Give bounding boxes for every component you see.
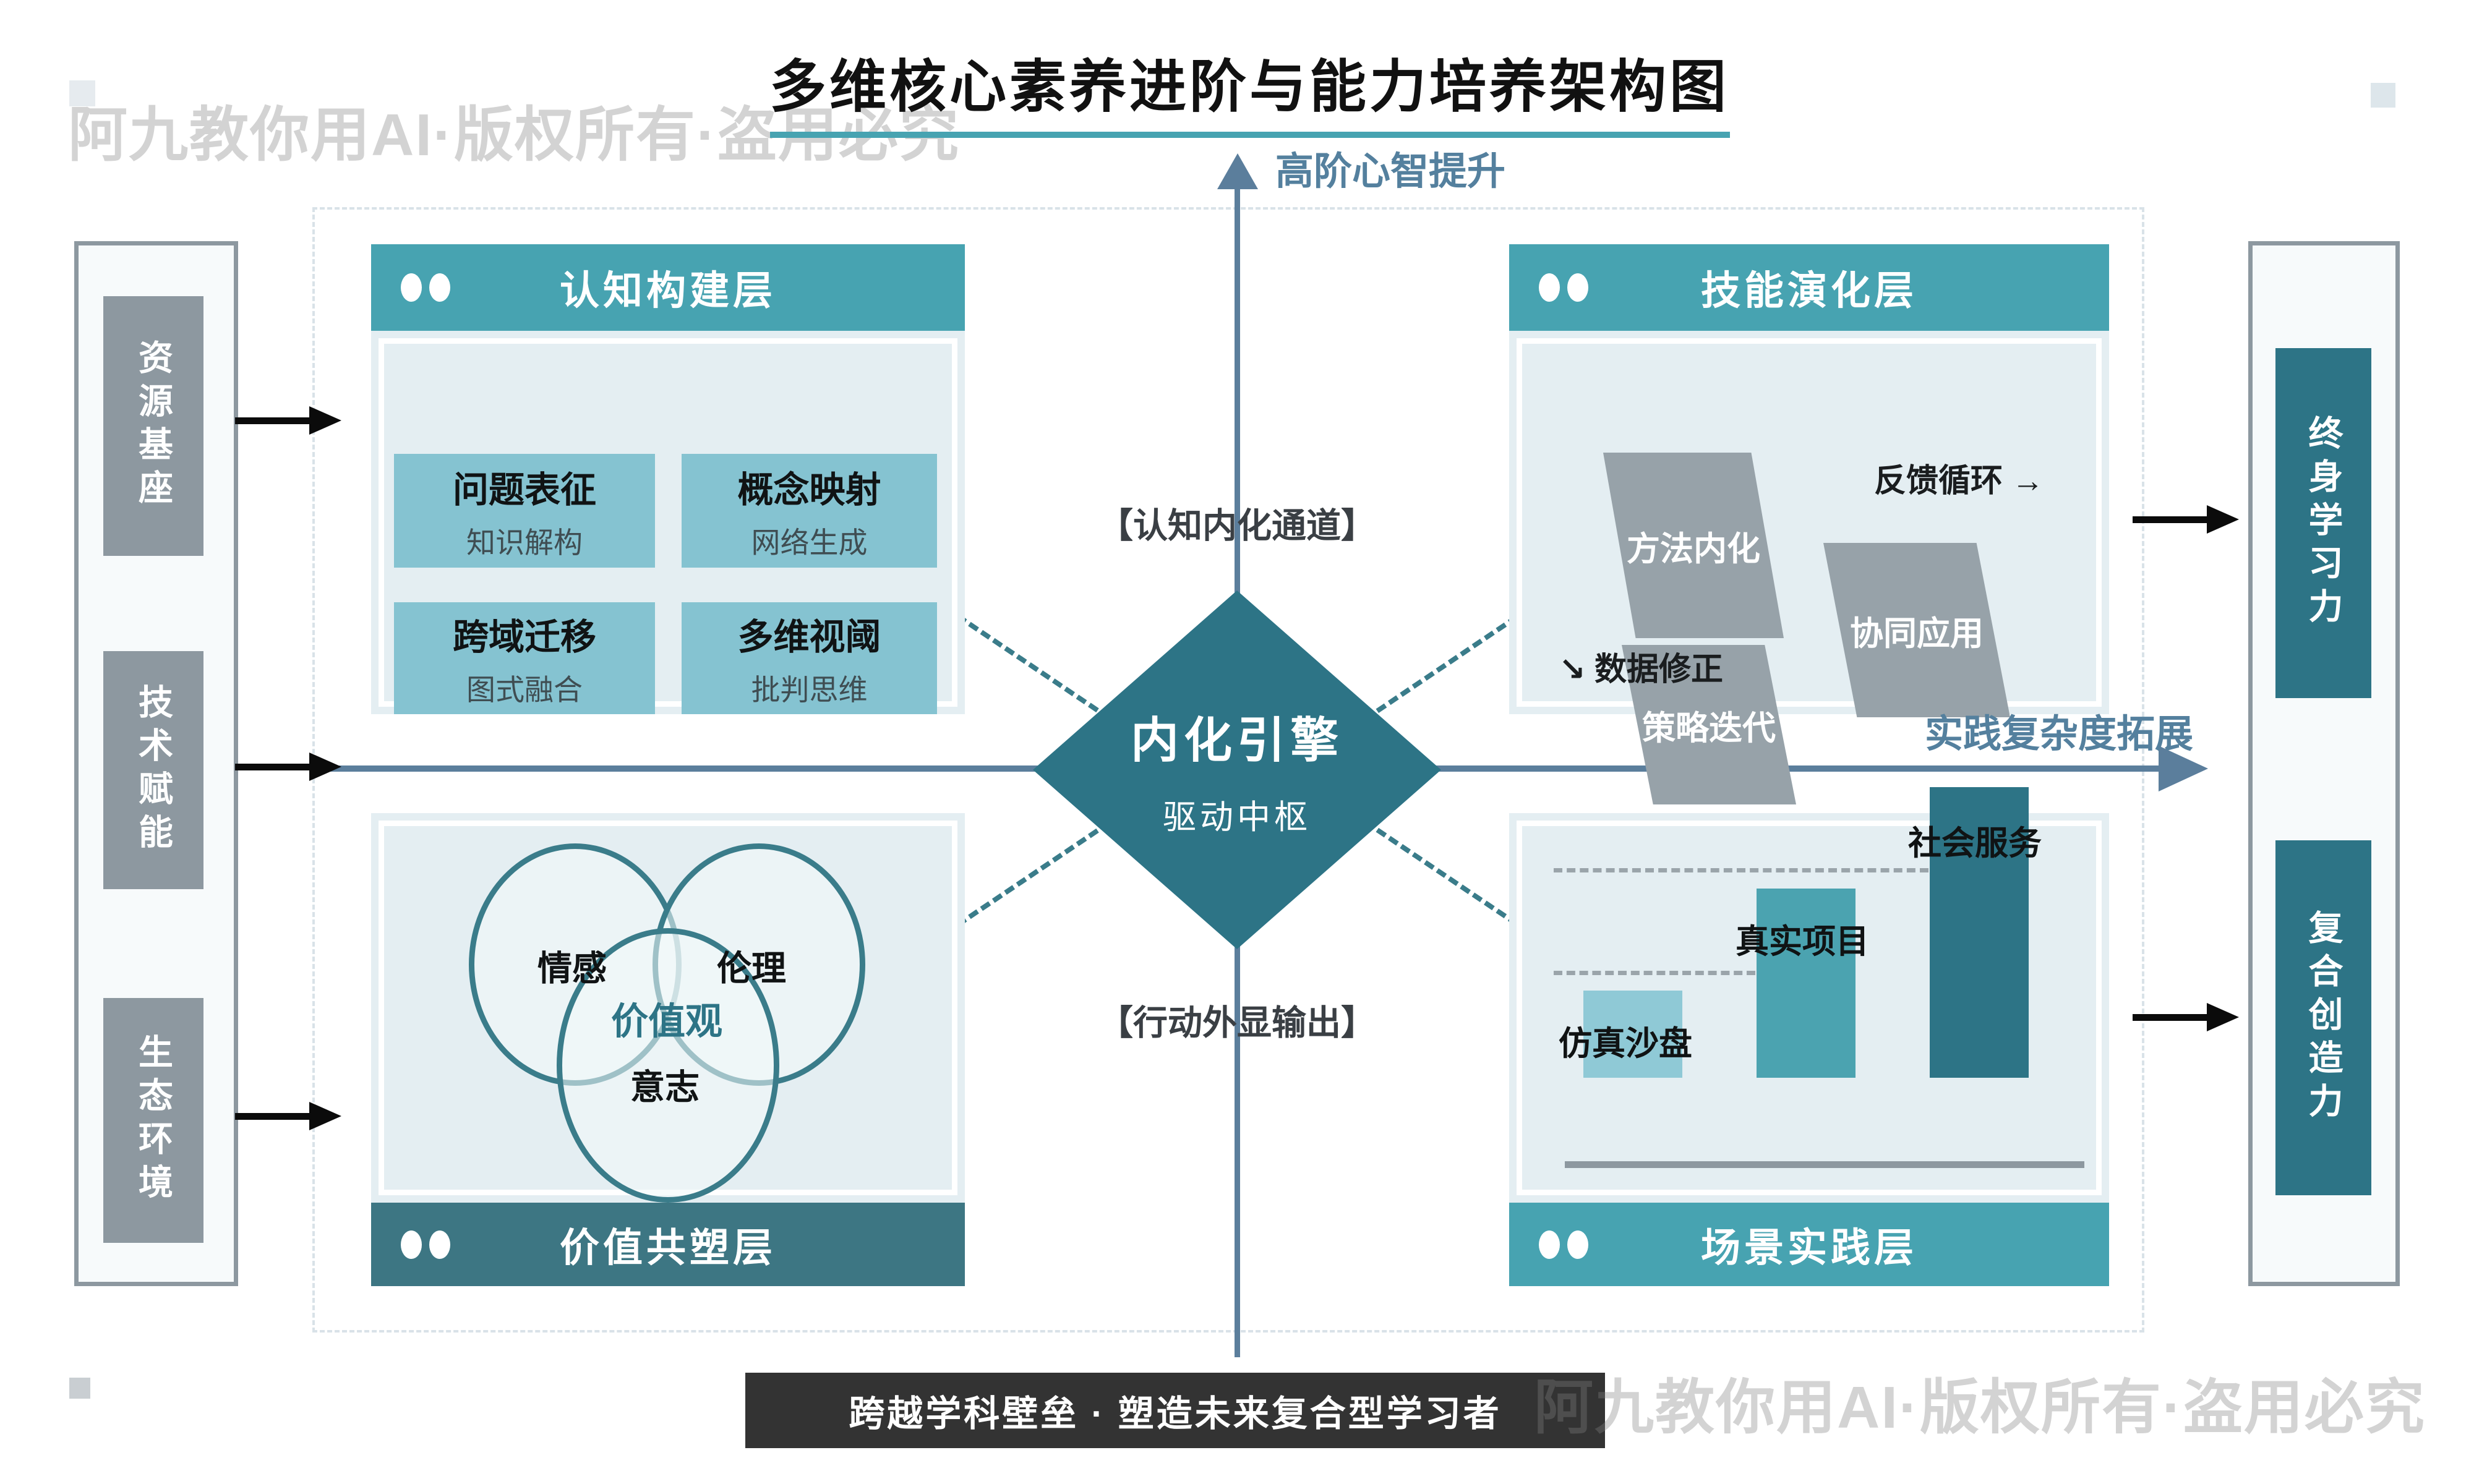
left-rail-item-ecology: 生态环境 (103, 998, 203, 1243)
engine-title: 内化引擎 (1130, 712, 1343, 767)
quadrant-practice-title: 场景实践层 (1701, 1225, 1917, 1270)
box-title: 多维视阈 (737, 617, 881, 657)
skill-step-label: 方法内化 (1627, 530, 1760, 568)
quadrant-skill-title: 技能演化层 (1701, 268, 1917, 313)
engine-subtitle: 驱动中枢 (1163, 798, 1311, 836)
skill-step-method-internalization: 方法内化 (1603, 453, 1784, 638)
box-subtitle: 知识解构 (466, 526, 583, 559)
quadrant-cognitive-body: 问题表征 知识解构 概念映射 网络生成 跨域迁移 图式融合 多维视阈 批判思维 (371, 331, 965, 714)
arrow-right-icon (235, 406, 341, 435)
left-rail: 资源基座 技术赋能 生态环境 (74, 241, 238, 1286)
right-rail-item-composite-creativity: 复合创造力 (2275, 840, 2371, 1195)
quadrant-skill: 技能演化层 方法内化 协同应用 策略迭代 反馈循环 → ↘ 数据修正 (1509, 244, 2109, 804)
box-title: 跨域迁移 (452, 617, 596, 657)
quadrant-practice-header: 场景实践层 (1509, 1203, 2109, 1286)
deco-square-bottom-left (69, 1378, 90, 1399)
arrow-right-icon (2133, 505, 2239, 534)
quadrant-value-body: 情感 伦理 意志 价值观 (371, 813, 965, 1203)
quadrant-skill-body: 方法内化 协同应用 策略迭代 反馈循环 → ↘ 数据修正 (1509, 331, 2109, 804)
box-subtitle: 图式融合 (466, 673, 583, 706)
chart-baseline (1565, 1161, 2084, 1168)
cognitive-box-multi-perspective: 多维视阈 批判思维 (682, 602, 937, 714)
bar-social-service (1930, 787, 2029, 1078)
left-rail-item-technology: 技术赋能 (103, 651, 203, 889)
deco-square-top-right (2371, 83, 2395, 108)
left-rail-item-label: 资源基座 (134, 339, 173, 513)
bar-label-simulation-sandbox: 仿真沙盘 (1559, 1025, 1692, 1062)
venn-label-values: 价值观 (611, 1000, 722, 1043)
action-output-label: 【行动外显输出】 (1098, 1003, 1376, 1043)
box-subtitle: 网络生成 (751, 526, 868, 559)
arrow-right-icon (2133, 1003, 2239, 1031)
skill-step-label: 协同应用 (1850, 615, 1984, 652)
quadrant-cognitive-title: 认知构建层 (560, 268, 776, 313)
bottom-banner-text: 跨越学科壁垒 · 塑造未来复合型学习者 (849, 1394, 1502, 1434)
left-rail-item-resources: 资源基座 (103, 296, 203, 556)
quadrant-value-header: 价值共塑层 (371, 1203, 965, 1286)
bottom-banner: 跨越学科壁垒 · 塑造未来复合型学习者 (745, 1373, 1605, 1448)
arrow-right-icon (235, 1102, 341, 1130)
cognitive-box-problem-representation: 问题表征 知识解构 (394, 454, 655, 568)
box-title: 概念映射 (737, 469, 881, 510)
header-dots-icon (401, 1230, 450, 1259)
quadrant-practice: 仿真沙盘 真实项目 社会服务 场景实践层 (1509, 787, 2109, 1286)
right-rail: 终身学习力 复合创造力 (2248, 241, 2400, 1286)
quadrant-value-title: 价值共塑层 (560, 1225, 776, 1270)
venn-circle-will (557, 928, 779, 1203)
cognitive-box-concept-mapping: 概念映射 网络生成 (682, 454, 937, 568)
venn-label-will: 意志 (630, 1067, 700, 1107)
skill-step-strategy-iteration: 策略迭代 (1622, 645, 1796, 804)
box-subtitle: 批判思维 (751, 673, 868, 706)
left-rail-item-label: 技术赋能 (134, 683, 173, 857)
bar-label-real-project: 真实项目 (1736, 923, 1869, 960)
horizontal-axis-arrowhead-icon (2159, 746, 2208, 791)
header-dots-icon (401, 273, 450, 302)
quadrant-cognitive-header: 认知构建层 (371, 244, 965, 331)
reference-dashline-mid (1554, 971, 1755, 975)
skill-step-label: 策略迭代 (1642, 709, 1776, 747)
reference-dashline-high (1554, 868, 1928, 872)
cognitive-box-cross-domain-transfer: 跨域迁移 图式融合 (394, 602, 655, 714)
feedback-loop-note: 反馈循环 → (1874, 463, 2044, 499)
data-correction-note: ↘ 数据修正 (1559, 652, 1724, 688)
arrow-right-icon (235, 753, 341, 781)
watermark-bottom: 阿九教你用AI·版权所有·盗用必究 (1534, 1375, 2426, 1441)
deco-square-top-left (69, 80, 95, 106)
venn-label-ethics: 伦理 (717, 949, 786, 988)
right-rail-item-label: 复合创造力 (2304, 910, 2343, 1126)
venn-label-emotion: 情感 (537, 949, 607, 988)
bar-real-project (1757, 889, 1856, 1078)
header-dots-icon (1539, 273, 1588, 302)
box-title: 问题表征 (452, 469, 596, 510)
horizontal-axis-label: 实践复杂度拓展 (1925, 713, 2194, 756)
header-dots-icon (1539, 1230, 1588, 1259)
right-rail-item-lifelong-learning: 终身学习力 (2275, 348, 2371, 698)
quadrant-cognitive: 认知构建层 问题表征 知识解构 概念映射 网络生成 跨域迁移 图式融合 多维视阈… (371, 244, 965, 714)
skill-step-collaborative-application: 协同应用 (1823, 543, 2010, 717)
quadrant-value: 情感 伦理 意志 价值观 价值共塑层 (371, 813, 965, 1286)
bar-label-social-service: 社会服务 (1908, 825, 2042, 862)
left-rail-item-label: 生态环境 (134, 1034, 173, 1207)
vertical-axis-arrowhead-icon (1217, 153, 1258, 189)
cognitive-channel-label: 【认知内化通道】 (1098, 506, 1376, 545)
vertical-axis-label: 高阶心智提升 (1275, 150, 1506, 193)
quadrant-skill-header: 技能演化层 (1509, 244, 2109, 331)
title-underline (770, 132, 1730, 138)
page-title: 多维核心素养进阶与能力培养架构图 (769, 56, 1729, 119)
right-rail-item-label: 终身学习力 (2304, 415, 2343, 631)
bar-simulation-sandbox (1583, 991, 1682, 1078)
quadrant-practice-body: 仿真沙盘 真实项目 社会服务 (1509, 787, 2109, 1203)
